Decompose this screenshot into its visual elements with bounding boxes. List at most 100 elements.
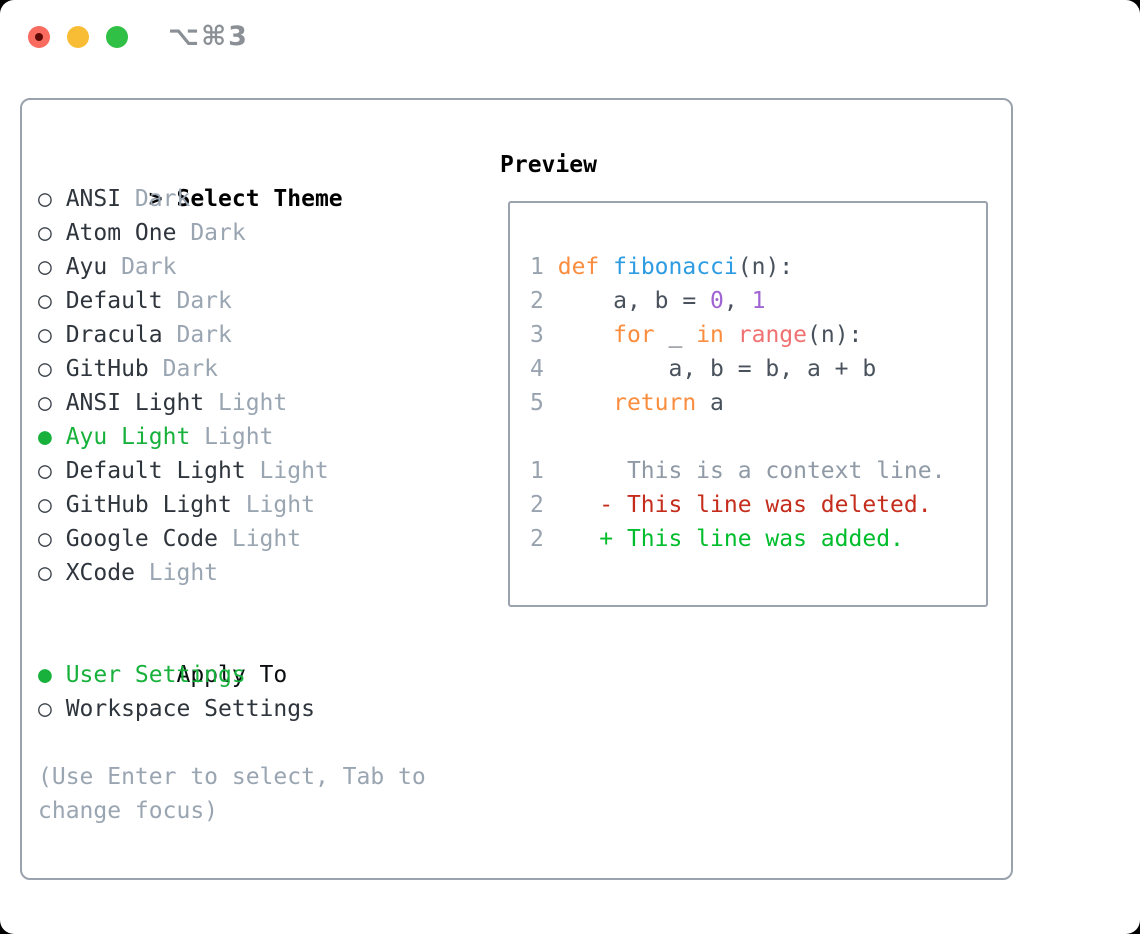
code-segment: 1 — [530, 254, 544, 280]
radio-icon: ○ — [38, 492, 52, 518]
theme-variant: Dark — [134, 186, 191, 212]
apply-to-option-label: Workspace Settings — [65, 696, 315, 722]
radio-icon: ○ — [38, 220, 52, 246]
radio-icon: ○ — [38, 254, 52, 280]
spacer — [38, 590, 463, 624]
code-segment: 5 — [530, 390, 544, 416]
theme-option[interactable]: ○ XCode Light — [38, 556, 463, 590]
radio-icon: ○ — [38, 458, 52, 484]
theme-variant: Light — [245, 492, 315, 518]
apply-to-list: ●User Settings○Workspace Settings — [38, 658, 463, 726]
radio-icon: ○ — [38, 390, 52, 416]
radio-icon: ○ — [38, 322, 52, 348]
code-segment: fibonacci — [613, 254, 738, 280]
code-segment: 1 — [751, 288, 766, 314]
code-segment: for — [613, 322, 655, 348]
theme-name: Ayu Light — [65, 424, 191, 450]
code-line: 4 a, b = b, a + b — [530, 352, 986, 386]
code-segment: 2 — [530, 492, 544, 518]
theme-name: Ayu — [65, 254, 108, 280]
code-line: 1 def fibonacci(n): — [530, 250, 986, 284]
theme-name: ANSI — [65, 186, 122, 212]
theme-variant: Light — [231, 526, 302, 552]
theme-variant: Dark — [176, 288, 232, 314]
theme-name: GitHub — [65, 356, 149, 382]
theme-option[interactable]: ○ Atom One Dark — [38, 216, 463, 250]
code-segment: a, b = b, a + b — [543, 356, 877, 382]
minimize-button[interactable] — [67, 26, 89, 48]
code-segment — [544, 390, 613, 416]
theme-name: Dracula — [65, 322, 163, 348]
radio-icon: ○ — [38, 288, 52, 314]
radio-icon: ○ — [38, 186, 52, 212]
code-line: 2 a, b = 0, 1 — [530, 284, 986, 318]
close-button[interactable] — [28, 26, 50, 48]
prompt-icon: > — [148, 186, 163, 212]
theme-variant: Dark — [190, 220, 246, 246]
code-segment: a, b = — [543, 288, 711, 314]
code-line — [530, 420, 986, 454]
code-segment: + This line was added. — [599, 526, 904, 552]
code-line: 1 This is a context line. — [530, 454, 986, 488]
code-segment: This is a context line. — [543, 458, 946, 484]
theme-option[interactable]: ● Ayu Light Light — [38, 420, 463, 454]
theme-option[interactable]: ○ ANSI Light Light — [38, 386, 463, 420]
theme-option[interactable]: ○ GitHub Dark — [38, 352, 463, 386]
theme-name: XCode — [65, 560, 135, 586]
apply-to-heading: Apply To — [38, 624, 463, 688]
unsaved-dot-icon — [35, 33, 43, 41]
theme-variant: Light — [259, 458, 329, 484]
apply-to-option[interactable]: ○Workspace Settings — [38, 692, 463, 726]
code-segment: 2 — [530, 526, 544, 552]
theme-variant: Light — [218, 390, 288, 416]
titlebar: ⌥⌘3 — [0, 0, 1140, 98]
traffic-lights — [28, 26, 128, 48]
zoom-button[interactable] — [106, 26, 128, 48]
theme-variant: Dark — [162, 356, 219, 382]
theme-name: Google Code — [65, 526, 219, 552]
theme-option[interactable]: ○ Ayu Dark — [38, 250, 463, 284]
radio-icon: ○ — [38, 560, 52, 586]
code-segment: (n): — [807, 322, 863, 348]
code-segment: in — [696, 322, 724, 348]
theme-name: Default — [65, 288, 163, 314]
code-segment: _ — [654, 322, 697, 348]
theme-variant: Dark — [121, 254, 177, 280]
theme-option[interactable]: ○ Google Code Light — [38, 522, 463, 556]
code-segment — [544, 526, 599, 552]
window-title-shortcut: ⌥⌘3 — [168, 21, 249, 52]
radio-icon: ○ — [38, 356, 52, 382]
theme-variant: Light — [148, 560, 219, 586]
select-theme-heading: > Select Theme — [38, 148, 463, 212]
apply-to-option[interactable]: ●User Settings — [38, 658, 463, 692]
theme-name: Default Light — [65, 458, 246, 484]
theme-option[interactable]: ○ ANSI Dark — [38, 182, 463, 216]
theme-variant: Light — [204, 424, 274, 450]
code-segment — [599, 254, 613, 280]
code-segment: a — [696, 390, 724, 416]
code-segment: 1 — [530, 458, 544, 484]
theme-option[interactable]: ○ Dracula Dark — [38, 318, 463, 352]
theme-option[interactable]: ○ Default Light Light — [38, 454, 463, 488]
radio-icon: ● — [38, 424, 52, 450]
theme-option[interactable]: ○ Default Dark — [38, 284, 463, 318]
theme-name: Atom One — [65, 220, 177, 246]
code-segment: 0 — [710, 288, 724, 314]
keyboard-hint: (Use Enter to select, Tab to change focu… — [38, 764, 426, 824]
theme-name: ANSI Light — [65, 390, 205, 416]
select-theme-title: Select Theme — [176, 186, 343, 212]
code-segment: range — [737, 322, 808, 348]
code-segment: return — [613, 390, 697, 416]
code-segment: (n): — [737, 254, 794, 280]
theme-variant: Dark — [176, 322, 232, 348]
code-segment: , — [723, 288, 752, 314]
code-segment: 4 — [530, 356, 544, 382]
apply-to-title: Apply To — [176, 662, 288, 688]
code-segment — [544, 492, 599, 518]
code-line: 2 + This line was added. — [530, 522, 986, 556]
radio-icon: ○ — [38, 526, 52, 552]
